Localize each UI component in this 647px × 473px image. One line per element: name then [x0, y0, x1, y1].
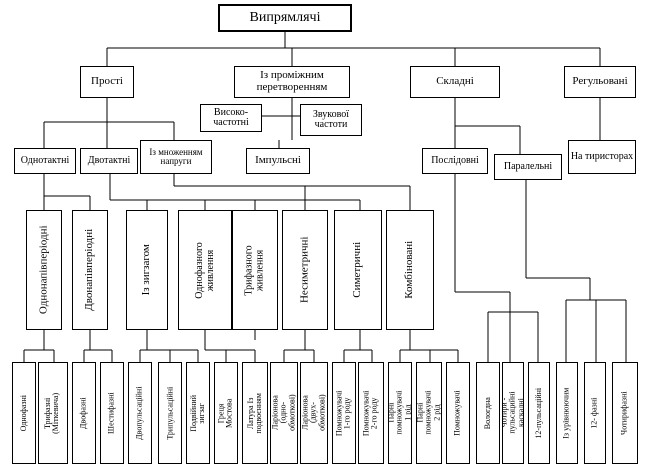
leaf-larionov-double-winding: Ларіонова (двух-обмоткові)	[300, 362, 328, 464]
leaf-graetz-bridge: Греця Мостова	[214, 362, 238, 464]
group-half-wave: Однонапівперіодні	[26, 210, 62, 330]
node-double-cycle-label: Двотактні	[87, 154, 131, 166]
group-three-phase-label: Трифазного живлення	[243, 244, 266, 296]
node-high-frequency: Високо-частотні	[200, 104, 262, 132]
leaf-twelve-pulse: 12-пульсаційні	[528, 362, 550, 464]
group-symmetric-label: Симетричні	[351, 242, 364, 298]
node-audio-frequency-label: Звукової частоти	[312, 108, 350, 130]
category-regulated: Регульовані	[564, 66, 636, 98]
leaf-label: Вологдна	[482, 396, 492, 429]
leaf-label: Помножувачі 2-го роду	[361, 390, 380, 436]
category-simple: Прості	[80, 66, 134, 98]
leaf-label: Однофазні	[18, 394, 28, 432]
node-single-cycle-label: Однотактні	[20, 154, 70, 166]
node-thyristor: На тиристорах	[568, 140, 636, 174]
node-voltage-multiplier: Із множенням напруги	[140, 140, 212, 174]
leaf-label: Подвійний зигзаг	[188, 394, 206, 432]
leaf-equalizing: Із урівнюючим	[556, 362, 578, 464]
leaf-label: Ларіонова (одно-обмоткові)	[270, 394, 297, 432]
leaf-two-phase: Двофазні	[72, 362, 96, 464]
node-single-cycle: Однотактні	[14, 148, 76, 174]
group-single-phase: Однофазного живлення	[178, 210, 232, 330]
node-high-frequency-label: Високо-частотні	[213, 106, 249, 128]
leaf-label: Помножувачі	[452, 390, 462, 436]
root-label: Випрямлячі	[249, 9, 321, 25]
group-half-wave-label: Однонапівперіодні	[37, 225, 50, 315]
group-zigzag: Із зигзагом	[126, 210, 168, 330]
leaf-label: Чотири - пульсацийні каскадні	[502, 391, 524, 435]
category-complex-label: Складні	[436, 75, 474, 88]
leaf-label: 12-пульсаційні	[533, 387, 543, 439]
category-intermediate: Із проміжним перетворенням	[234, 66, 350, 98]
root-node: Випрямлячі	[218, 4, 352, 32]
node-series: Послідовні	[422, 148, 488, 174]
leaf-three-pulse: Трипульсаційні	[158, 362, 182, 464]
leaf-label: Трипульсаційні	[164, 386, 174, 440]
category-simple-label: Прості	[91, 75, 123, 88]
leaf-multiplier-type-2: Помножувачі 2-го роду	[358, 362, 384, 464]
category-complex: Складні	[410, 66, 500, 98]
leaf-label: Парні помножувачі 1 рід	[388, 391, 412, 435]
leaf-label: Латура Із подвоєнням	[245, 392, 264, 434]
leaf-label: Шестифазні	[106, 392, 116, 434]
leaf-two-pulse: Двопульсаційні	[128, 362, 152, 464]
group-full-wave: Двонапівперіодні	[72, 210, 108, 330]
leaf-label: Двопульсаційні	[134, 386, 144, 440]
node-thyristor-label: На тиристорах	[570, 150, 634, 162]
node-pulse-label: Імпульсні	[255, 154, 301, 167]
leaf-multipliers: Помножувачі	[446, 362, 470, 464]
leaf-vologdin: Вологдна	[476, 362, 500, 464]
leaf-label: Двофазні	[78, 397, 88, 429]
node-voltage-multiplier-label: Із множенням напруги	[149, 146, 203, 166]
group-full-wave-label: Двонапівперіодні	[83, 229, 96, 311]
category-regulated-label: Регульовані	[572, 75, 628, 88]
leaf-twelve-phase: 12- фазні	[584, 362, 606, 464]
leaf-even-multiplier-2: Парні помножувачі 2 рід	[416, 362, 442, 464]
group-symmetric: Симетричні	[334, 210, 382, 330]
category-intermediate-label: Із проміжним перетворенням	[256, 69, 328, 93]
node-series-label: Послідовні	[431, 154, 479, 166]
leaf-label: Парні помножувачі 2 рід	[416, 391, 442, 435]
leaf-label: Із урівнюючим	[561, 387, 571, 439]
leaf-label: Греця Мостова	[216, 398, 234, 428]
leaf-label: Чотирифазні	[619, 391, 629, 435]
leaf-label: 12- фазні	[589, 397, 599, 429]
group-combined: Комбіновані	[386, 210, 434, 330]
node-audio-frequency: Звукової частоти	[300, 104, 362, 136]
leaf-label: Трифазні (Міткевича)	[43, 392, 61, 434]
leaf-six-phase: Шестифазні	[100, 362, 124, 464]
leaf-single-phase: Однофазні	[12, 362, 36, 464]
group-asymmetric: Несиметричні	[282, 210, 328, 330]
leaf-label: Помножувачі 1-го роду	[334, 390, 353, 436]
leaf-larionov-single-winding: Ларіонова (одно-обмоткові)	[270, 362, 298, 464]
leaf-even-multiplier-1: Парні помножувачі 1 рід	[388, 362, 412, 464]
leaf-label: Ларіонова (двух-обмоткові)	[300, 394, 327, 432]
leaf-multiplier-type-1: Помножувачі 1-го роду	[332, 362, 356, 464]
group-zigzag-label: Із зигзагом	[140, 244, 153, 296]
leaf-four-phase: Чотирифазні	[612, 362, 638, 464]
leaf-four-pulse-cascade: Чотири - пульсацийні каскадні	[502, 362, 524, 464]
group-single-phase-label: Однофазного живлення	[193, 241, 216, 299]
group-three-phase: Трифазного живлення	[232, 210, 278, 330]
node-parallel-label: Паралельні	[503, 160, 553, 172]
node-parallel: Паралельні	[494, 154, 562, 180]
node-double-cycle: Двотактні	[80, 148, 138, 174]
node-pulse: Імпульсні	[246, 148, 310, 174]
leaf-three-phase-mitkevich: Трифазні (Міткевича)	[38, 362, 68, 464]
group-combined-label: Комбіновані	[403, 241, 416, 299]
leaf-double-zigzag: Подвійний зигзаг	[186, 362, 210, 464]
leaf-latour-doubling: Латура Із подвоєнням	[242, 362, 268, 464]
group-asymmetric-label: Несиметричні	[298, 236, 311, 304]
